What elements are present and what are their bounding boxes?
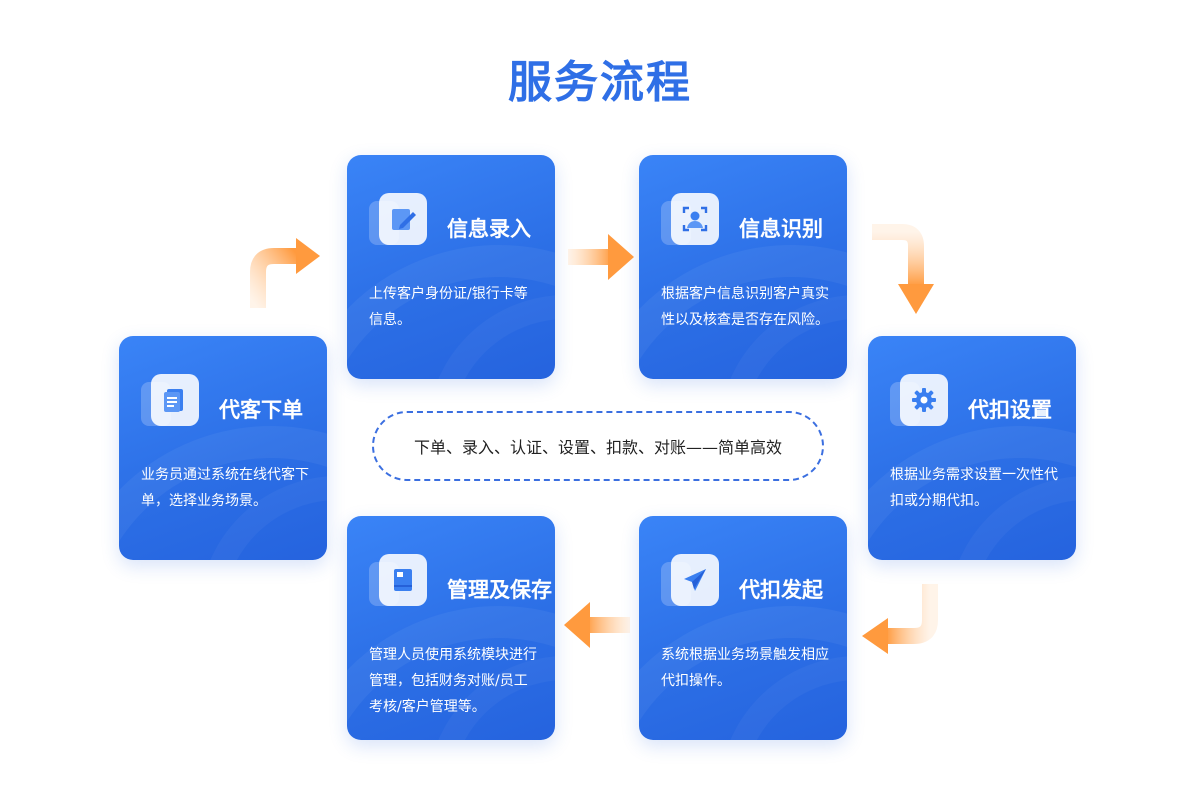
face-scan-icon [671,193,719,245]
step-title: 信息录入 [447,217,531,241]
step-title: 代客下单 [219,398,303,422]
step-description: 根据业务需求设置一次性代扣或分期代扣。 [890,467,1058,509]
summary-banner: 下单、录入、认证、设置、扣款、对账——简单高效 [372,411,824,481]
page-title: 服务流程 [508,57,692,108]
step-title: 代扣设置 [968,398,1052,422]
summary-text: 下单、录入、认证、设置、扣款、对账——简单高效 [413,438,782,457]
step-title: 代扣发起 [739,578,823,602]
arrow-step2-to-step3 [568,234,634,280]
pencil-icon [379,193,427,245]
step-card-deduction-initiate: 代扣发起 系统根据业务场景触发相应代扣操作。 [639,516,847,740]
step-card-deduction-setup: 代扣设置 根据业务需求设置一次性代扣或分期代扣。 [868,336,1076,560]
step-card-info-recognition: 信息识别 根据客户信息识别客户真实性以及核查是否存在风险。 [639,155,847,379]
arrow-step3-to-step4 [872,224,934,314]
step-card-manage-save: 管理及保存 管理人员使用系统模块进行管理，包括财务对账/员工考核/客户管理等。 [347,516,555,740]
step-title: 管理及保存 [447,578,552,602]
document-icon [151,374,199,426]
step-description: 根据客户信息识别客户真实性以及核查是否存在风险。 [661,286,829,328]
step-title: 信息识别 [739,217,823,241]
arrow-step1-to-step2 [250,238,320,308]
step-description: 系统根据业务场景触发相应代扣操作。 [661,647,829,689]
step-card-info-entry: 信息录入 上传客户身份证/银行卡等信息。 [347,155,555,379]
notebook-icon [379,554,427,606]
step-description: 上传客户身份证/银行卡等信息。 [369,286,528,328]
paper-plane-icon [671,554,719,606]
arrow-step5-to-step6 [564,602,630,648]
gear-icon [900,374,948,426]
step-description: 业务员通过系统在线代客下单，选择业务场景。 [141,467,309,509]
arrow-step4-to-step5 [862,584,938,654]
step-card-place-order: 代客下单 业务员通过系统在线代客下单，选择业务场景。 [119,336,327,560]
step-description: 管理人员使用系统模块进行管理，包括财务对账/员工考核/客户管理等。 [369,647,537,715]
